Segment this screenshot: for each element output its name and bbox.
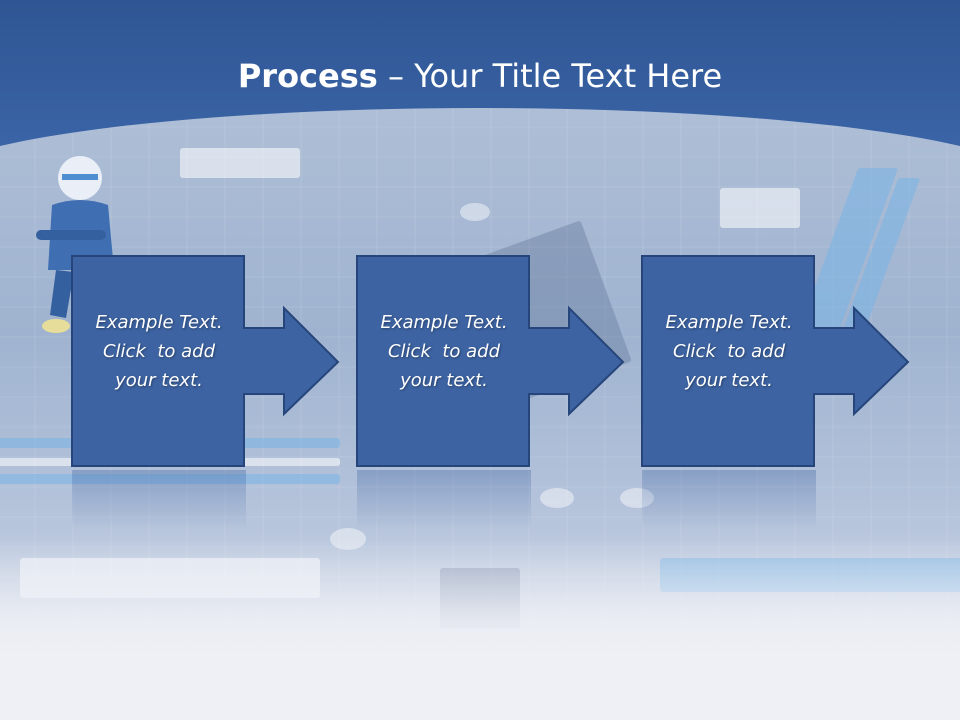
right-arrow-icon: [71, 255, 340, 467]
slide-title: Process – Your Title Text Here: [0, 54, 960, 98]
board-capacitor: [540, 488, 574, 508]
board-connector: [180, 148, 300, 178]
step-text[interactable]: Example Text. Click to add your text.: [357, 308, 531, 395]
board-connector: [720, 188, 800, 228]
right-arrow-icon: [356, 255, 625, 467]
title-bold: Process: [237, 57, 378, 95]
step-reflection: [72, 470, 246, 530]
board-capacitor: [620, 488, 654, 508]
step-reflection: [357, 470, 531, 530]
title-rest: – Your Title Text Here: [377, 57, 723, 95]
step-text[interactable]: Example Text. Click to add your text.: [72, 308, 246, 395]
step-text-line-1: Example Text.: [95, 312, 223, 333]
process-step-3[interactable]: Example Text. Click to add your text.: [641, 255, 924, 468]
board-capacitor: [460, 203, 490, 221]
process-step-1[interactable]: Example Text. Click to add your text.: [71, 255, 354, 468]
step-text-line-3: your text.: [685, 370, 773, 391]
step-text-line-3: your text.: [115, 370, 203, 391]
step-text-line-1: Example Text.: [380, 312, 508, 333]
board-pci-slot: [0, 474, 340, 484]
bottom-fade: [0, 540, 960, 720]
step-text[interactable]: Example Text. Click to add your text.: [642, 308, 816, 395]
step-reflection: [642, 470, 816, 530]
step-text-line-1: Example Text.: [665, 312, 793, 333]
step-text-line-3: your text.: [400, 370, 488, 391]
step-text-line-2: Click to add: [387, 341, 500, 362]
worker-figure-icon: [36, 156, 114, 333]
right-arrow-icon: [641, 255, 910, 467]
step-text-line-2: Click to add: [672, 341, 785, 362]
step-text-line-2: Click to add: [102, 341, 215, 362]
process-step-2[interactable]: Example Text. Click to add your text.: [356, 255, 639, 468]
